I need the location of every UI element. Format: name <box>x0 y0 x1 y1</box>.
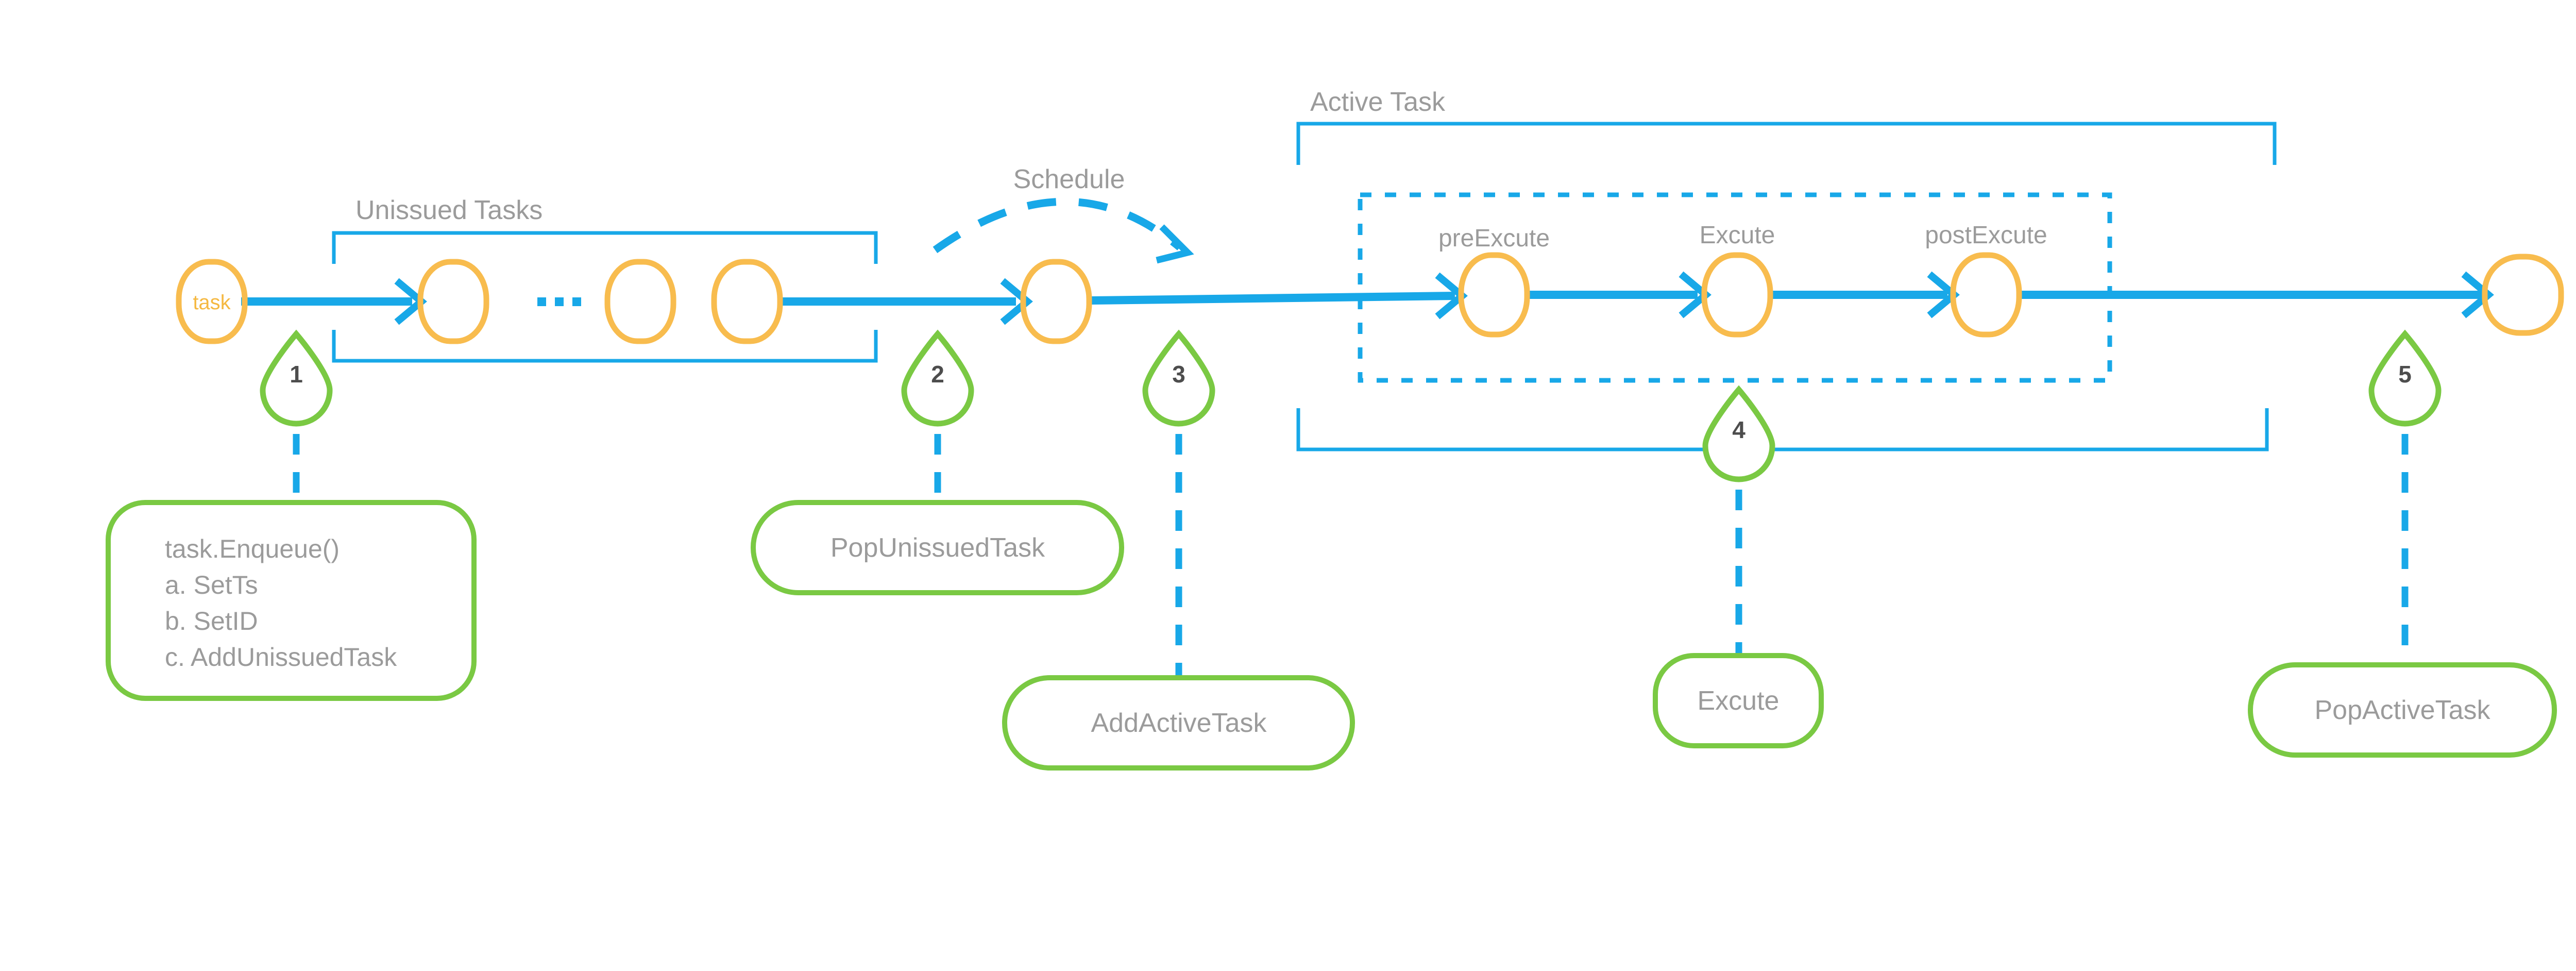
stage-label-pre-execute: preExcute <box>1438 225 1550 252</box>
callout-task-enqueue-line-2: b. SetID <box>165 607 258 635</box>
bracket-active-task-bottom <box>1296 408 2269 451</box>
callout-pop-active-task[interactable]: PopActiveTask <box>2248 662 2557 758</box>
stage-label-post-execute: postExcute <box>1925 222 2047 249</box>
bracket-unissued-tasks-top <box>332 231 878 264</box>
node-done[interactable] <box>2482 254 2564 336</box>
execute-phase-dotted-region <box>1358 192 2112 383</box>
queue-ellipsis-icon <box>537 297 581 306</box>
bracket-unissued-tasks-bottom <box>332 330 878 363</box>
arrowhead-to-scheduled <box>1000 278 1033 325</box>
node-scheduled[interactable] <box>1020 259 1092 344</box>
callout-add-active-task[interactable]: AddActiveTask <box>1002 675 1355 771</box>
node-task[interactable]: task <box>176 259 248 344</box>
callout-execute-label: Excute <box>1698 686 1780 716</box>
callout-pop-unissued-task[interactable]: PopUnissuedTask <box>751 500 1124 595</box>
node-pre-execute[interactable] <box>1458 252 1530 338</box>
node-post-execute[interactable] <box>1950 252 2022 338</box>
main-flow-line <box>241 291 2482 306</box>
callout-task-enqueue[interactable]: task.Enqueue() a. SetTs b. SetID c. AddU… <box>106 500 477 701</box>
pin-4[interactable]: 4 <box>1702 385 1775 482</box>
pin-5[interactable]: 5 <box>2368 329 2442 427</box>
bracket-active-task-top <box>1296 122 2277 165</box>
callout-task-enqueue-line-3: c. AddUnissuedTask <box>165 643 397 672</box>
pin-3-number: 3 <box>1172 361 1185 388</box>
arrowhead-to-done <box>2461 271 2494 319</box>
group-label-active-task: Active Task <box>1310 87 1446 117</box>
callout-task-enqueue-line-0: task.Enqueue() <box>165 534 340 563</box>
callout-task-enqueue-line-1: a. SetTs <box>165 571 258 599</box>
pin-4-number: 4 <box>1732 416 1745 443</box>
callout-pop-active-task-label: PopActiveTask <box>2314 695 2490 725</box>
stage-label-execute: Excute <box>1700 222 1775 249</box>
callout-pop-unissued-task-label: PopUnissuedTask <box>831 533 1045 563</box>
node-queued-1[interactable] <box>417 259 489 344</box>
pin-5-number: 5 <box>2398 361 2412 388</box>
node-queued-3[interactable] <box>711 259 783 344</box>
pin-1-number: 1 <box>290 361 303 388</box>
pin-2[interactable]: 2 <box>901 329 974 427</box>
node-execute[interactable] <box>1701 252 1773 338</box>
callout-add-active-task-label: AddActiveTask <box>1091 708 1267 738</box>
pin-1[interactable]: 1 <box>260 329 333 427</box>
callout-execute[interactable]: Excute <box>1653 653 1824 748</box>
group-label-unissued-tasks: Unissued Tasks <box>355 195 543 225</box>
schedule-transition: Schedule <box>933 164 1194 264</box>
schedule-label: Schedule <box>1013 164 1125 194</box>
node-queued-2[interactable] <box>604 259 676 344</box>
pin-3[interactable]: 3 <box>1142 329 1215 427</box>
pin-2-number: 2 <box>931 361 944 388</box>
node-task-label: task <box>193 291 231 314</box>
